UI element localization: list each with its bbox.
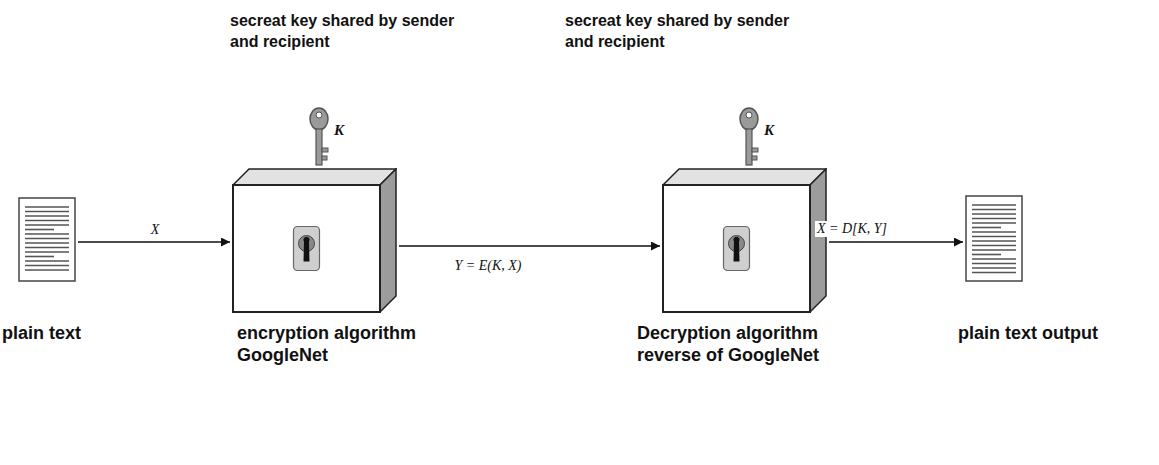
text-line [25,233,69,235]
text-line [972,249,1016,251]
key-icon [740,108,758,165]
text-line [25,215,69,217]
cipher-box [232,168,397,313]
text-line [25,206,69,208]
node-label: plain text output [958,322,1098,344]
document-icon [18,197,76,282]
text-line [972,209,1016,211]
page-outline [19,198,75,281]
text-line [25,220,69,222]
text-line [972,240,1016,242]
key-icon [310,108,328,165]
lock-plate [294,227,320,271]
cipher-box [662,168,827,313]
node-label: plain text [2,322,81,344]
flow-arrow [829,241,963,243]
lock-plate [724,227,750,271]
text-line [25,265,69,267]
key-note: secreat key shared by sender and recipie… [230,10,470,52]
text-line [972,222,1016,224]
text-line [972,254,1001,256]
box-top [233,169,396,185]
text-line [25,251,69,253]
text-line [972,213,1016,215]
document-node: plain text output [958,195,1098,304]
text-line [25,256,54,258]
node-label: encryption algorithm GoogleNet [237,322,457,366]
flow-arrow [399,245,660,247]
box-side [380,169,396,312]
algorithm-box: encryption algorithm GoogleNet [232,168,452,357]
flow-arrow [78,241,230,243]
keyhole [304,237,310,262]
text-line [972,267,1016,269]
key-symbol: K [334,120,344,141]
text-line [25,229,54,231]
algorithm-box: Decryption algorithm reverse of GoogleNe… [637,168,857,357]
box-front [233,185,380,312]
edge-label: X [149,222,162,238]
box-top [663,169,826,185]
text-line [972,204,1016,206]
document-node: plain text [2,197,81,304]
text-line [25,269,69,271]
document-icon [965,195,1023,282]
text-line [972,227,1001,229]
text-line [25,247,69,249]
text-line [972,231,1016,233]
text-line [25,238,69,240]
keyhole [734,237,740,262]
key-symbol: K [764,120,774,141]
text-line [972,245,1016,247]
text-line [25,211,69,213]
box-side [810,169,826,312]
edge-label: X = D[K, Y] [815,221,889,237]
node-label: Decryption algorithm reverse of GoogleNe… [637,322,857,366]
text-line [25,242,69,244]
text-line [972,236,1016,238]
text-line [972,263,1016,265]
page-outline [966,196,1022,281]
box-front [663,185,810,312]
text-line [972,272,1016,274]
text-line [972,258,1016,260]
text-line [972,218,1016,220]
edge-label: Y = E(K, X) [453,258,524,274]
text-line [25,224,69,226]
text-line [25,260,69,262]
key-note: secreat key shared by sender and recipie… [565,10,805,52]
